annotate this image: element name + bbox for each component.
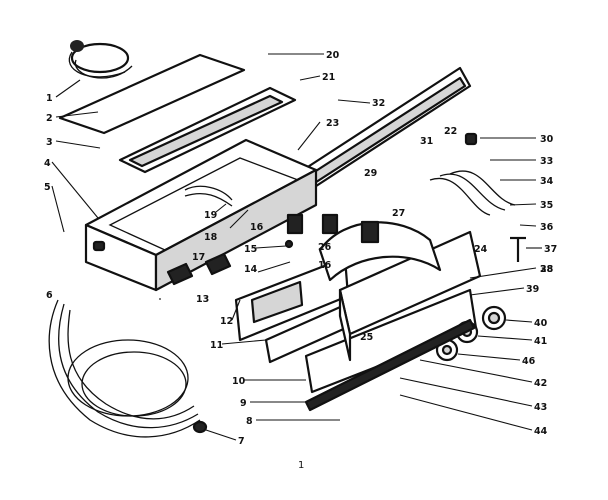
part-30-top-strip [58,53,246,135]
callout-6: 6 [46,290,53,301]
callout-17: 17 [192,252,205,263]
callout-28: 28 [540,264,554,275]
part-33-connector [464,132,478,146]
part-27-relay-c [360,220,380,244]
callout-1: 1 [46,93,53,104]
callout-19: 19 [204,210,217,221]
callout-9: 9 [240,398,247,409]
callout-4: 4 [44,158,51,169]
callout-36: 36 [540,222,554,233]
callout-32: 32 [372,98,385,109]
callout-7: 7 [238,436,245,447]
callout-10: 10 [232,376,246,387]
callout-13: 13 [196,294,209,305]
callout-21: 21 [322,72,335,83]
callout-29: 29 [364,168,377,179]
callout-43: 43 [534,402,547,413]
callout-15: 15 [244,244,257,255]
callout-labels: 1 2 3 4 5 6 7 8 9 10 11 12 13 14 15 16 1… [44,50,557,447]
callout-39: 39 [526,284,539,295]
callout-37: 37 [544,244,557,255]
part-31-channel [118,86,297,174]
part-40-knob [481,305,507,331]
part-35-wire-bundle [429,170,516,216]
callout-44: 44 [534,426,548,437]
part-4-main-housing [84,138,318,292]
callout-26: 26 [318,242,332,253]
leader-lines [51,53,542,441]
callout-8: 8 [246,416,253,427]
callout-2: 2 [46,113,53,124]
callout-27: 27 [392,208,405,219]
callout-30: 30 [540,134,554,145]
callout-22: 22 [444,126,457,137]
callout-31: 31 [420,136,433,147]
callout-14: 14 [244,264,258,275]
part-19-wire-harness [184,185,233,207]
part-37-t-handle [510,236,526,262]
part-15-screw [284,239,294,249]
callout-42: 42 [534,378,547,389]
callout-23: 23 [326,118,339,129]
part-1-wire-connector [68,40,133,79]
callout-11: 11 [210,340,223,351]
callout-35: 35 [540,200,553,211]
part-6-power-cord [48,299,201,438]
callout-20: 20 [326,50,340,61]
callout-16b: 16 [318,260,332,271]
callout-24: 24 [474,244,488,255]
callout-12: 12 [220,316,233,327]
callout-41: 41 [534,336,547,347]
part-9-thermostat-rod [304,318,476,412]
part-16-switch [204,252,232,276]
callout-46: 46 [522,356,536,367]
part-29-relay-a [286,213,304,235]
callout-3: 3 [46,137,53,148]
part-17-switch [166,262,194,286]
callout-18: 18 [204,232,218,243]
callout-5: 5 [44,182,51,193]
callout-34: 34 [540,176,554,187]
callout-33: 33 [540,156,553,167]
page-marker: 1 [298,460,304,471]
part-7-grommet [192,420,208,434]
callout-38: 38 [540,264,554,275]
part-26-fan-shroud [318,221,442,282]
callout-40: 40 [534,318,548,329]
callout-16a: 16 [250,222,264,233]
callout-25: 25 [360,332,373,343]
part-28-relay-b [321,213,339,235]
